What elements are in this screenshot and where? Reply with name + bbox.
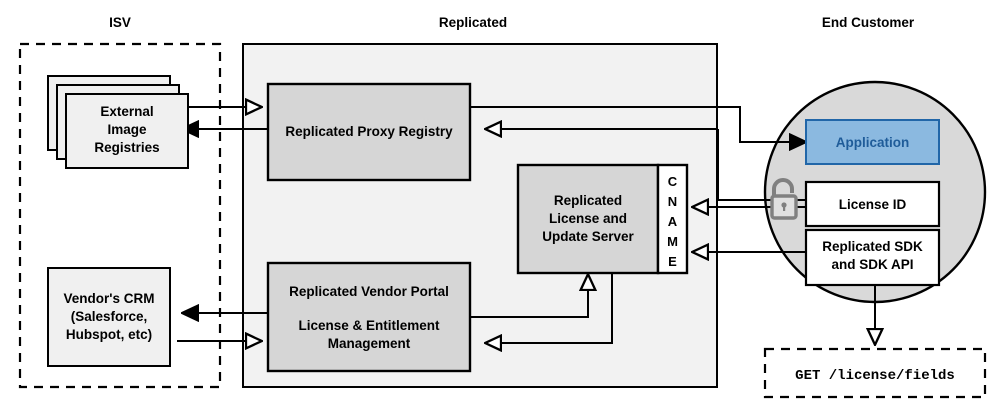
- cname-letter-m: M: [667, 234, 678, 249]
- license-id-node[interactable]: License ID: [804, 180, 941, 228]
- crm-label-line-3: Hubspot, etc): [66, 327, 152, 342]
- cname-letter-c: C: [668, 174, 678, 189]
- connector-license-server-to-vendor-portal: [485, 274, 613, 343]
- registries-label-line-3: Registries: [94, 140, 159, 155]
- vendors-crm-node[interactable]: Vendor's CRM (Salesforce, Hubspot, etc): [47, 267, 171, 367]
- registries-label-line-2: Image: [107, 122, 147, 137]
- cname-strip[interactable]: C N A M E: [656, 163, 689, 275]
- vendor-portal-box: [266, 261, 472, 373]
- crm-label-line-1: Vendor's CRM: [64, 291, 155, 306]
- replicated-proxy-registry-node[interactable]: Replicated Proxy Registry: [266, 82, 472, 182]
- proxy-registry-label: Replicated Proxy Registry: [285, 124, 453, 139]
- sdk-label-line-2: and SDK API: [831, 257, 913, 272]
- unlocked-padlock-icon: [770, 178, 798, 220]
- api-request-box: [763, 347, 987, 399]
- sdk-label-line-1: Replicated SDK: [822, 239, 923, 254]
- registries-label-line-1: External: [100, 104, 153, 119]
- application-box: [805, 119, 940, 165]
- license-server-label-line-3: Update Server: [542, 229, 634, 244]
- connector-vendor-portal-to-license-server: [470, 274, 588, 318]
- cname-letter-e: E: [668, 254, 677, 269]
- vendors-crm-box: [47, 267, 171, 367]
- license-server-label-line-1: Replicated: [554, 193, 622, 208]
- replicated-sdk-node[interactable]: Replicated SDK and SDK API: [804, 228, 941, 287]
- replicated-vendor-portal-node[interactable]: Replicated Vendor Portal License & Entit…: [266, 261, 472, 373]
- cname-box: [656, 163, 689, 275]
- api-request-node[interactable]: GET /license/fields: [763, 347, 987, 399]
- license-id-label: License ID: [839, 197, 907, 212]
- group-title-replicated: Replicated: [439, 15, 507, 30]
- replicated-sdk-box: [804, 228, 941, 287]
- application-label: Application: [836, 135, 910, 150]
- vendor-portal-label-line-2: License & Entitlement: [298, 318, 440, 333]
- isv-region: [18, 42, 222, 389]
- license-server-label-line-2: License and: [549, 211, 627, 226]
- license-id-box: [804, 180, 941, 228]
- application-node[interactable]: Application: [805, 119, 940, 165]
- connector-proxy-to-application: [470, 106, 806, 142]
- cname-letter-n: N: [668, 194, 677, 209]
- proxy-registry-box: [266, 82, 472, 182]
- group-title-isv: ISV: [109, 15, 131, 30]
- vendor-portal-label-line-3: Management: [328, 336, 411, 351]
- external-image-registries-node[interactable]: External Image Registries: [47, 75, 189, 169]
- crm-label-line-2: (Salesforce,: [71, 309, 148, 324]
- license-update-server-node[interactable]: Replicated License and Update Server: [516, 163, 660, 275]
- api-request-label: GET /license/fields: [795, 368, 955, 384]
- registry-stack-front: [65, 93, 189, 169]
- vendor-portal-label-line-1: Replicated Vendor Portal: [289, 284, 449, 299]
- group-title-end-customer: End Customer: [822, 15, 915, 30]
- cname-letter-a: A: [668, 214, 678, 229]
